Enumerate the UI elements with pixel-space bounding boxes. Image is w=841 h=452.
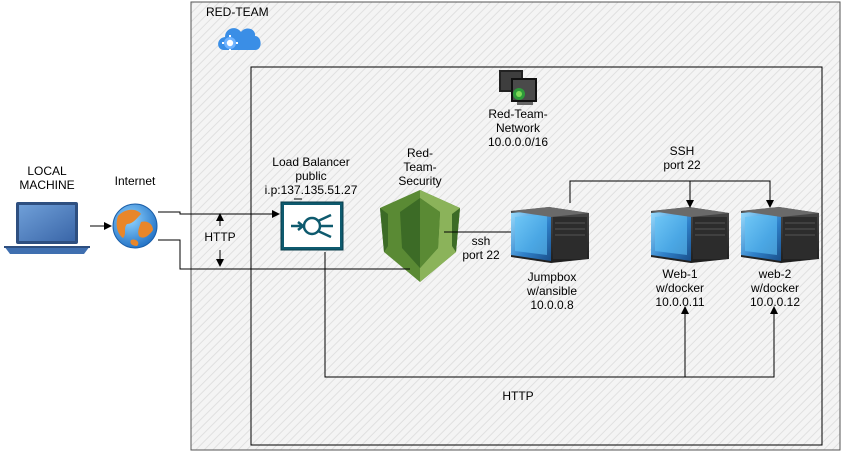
local-machine-label: LOCAL MACHINE (19, 164, 75, 192)
jumpbox-ssh-line (569, 180, 774, 208)
connectors (90, 180, 778, 378)
web2-server-icon (740, 206, 820, 264)
ssh-top-label: SSH port 22 (663, 144, 701, 172)
internet-label: Internet (114, 174, 156, 188)
internet-to-shield-line (158, 239, 410, 270)
laptop-icon (4, 202, 90, 254)
azure-cloud-gear-icon (218, 28, 261, 51)
load-balancer-label: Load Balancer public i.p:137.135.51.27 (264, 155, 358, 197)
red-team-security-label: Red- Team- Security (398, 146, 442, 188)
http-left-label: HTTP (204, 230, 236, 244)
red-team-label: RED-TEAM (206, 5, 269, 19)
network-monitors-icon (499, 70, 537, 105)
security-shield-icon (380, 190, 460, 282)
ssh-jump-label: ssh port 22 (462, 234, 500, 262)
lb-to-web2-line (685, 306, 778, 378)
jumpbox-label: Jumpbox w/ansible 10.0.0.8 (526, 270, 578, 312)
web1-server-icon (650, 206, 730, 264)
web2-label: web-2 w/docker 10.0.0.12 (749, 267, 801, 309)
http-bottom-label: HTTP (502, 389, 534, 403)
globe-icon (112, 203, 158, 249)
internet-to-lb-arrow (158, 210, 280, 218)
load-balancer-icon (280, 201, 344, 251)
jumpbox-server-icon (510, 206, 590, 264)
red-team-network-label: Red-Team- Network 10.0.0.0/16 (487, 107, 549, 149)
web1-label: Web-1 w/docker 10.0.0.11 (655, 267, 705, 309)
